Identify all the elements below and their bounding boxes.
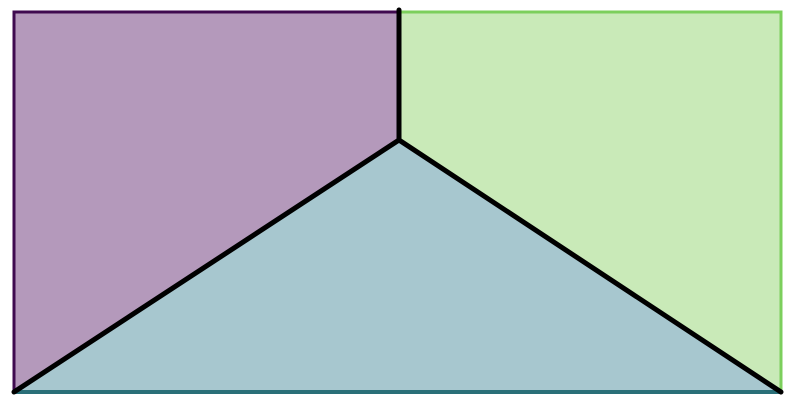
right-diagonal-divider <box>396 137 784 395</box>
right-region-border <box>399 10 783 392</box>
left-region <box>14 12 399 392</box>
left-diagonal-divider <box>11 137 402 395</box>
left-region-border <box>12 10 399 392</box>
bottom-region <box>14 140 781 392</box>
right-region <box>399 12 781 392</box>
